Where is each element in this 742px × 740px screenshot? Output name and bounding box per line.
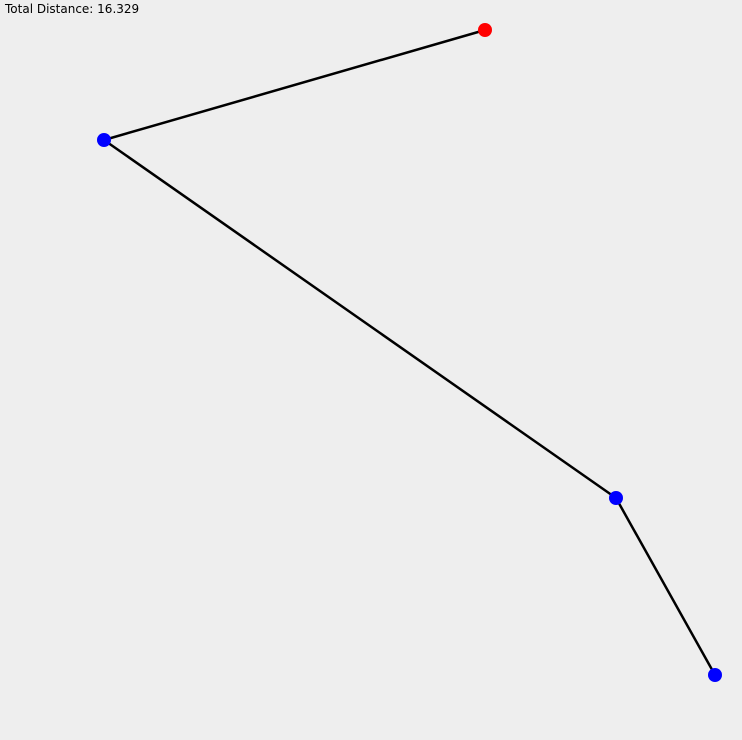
route-segments (102, 28, 717, 677)
route-segment-3 (614, 496, 717, 677)
total-distance-label: Total Distance: 16.329 (5, 2, 140, 16)
waypoint-1 (97, 133, 111, 147)
route-segment-2 (102, 138, 618, 500)
start-point (478, 23, 492, 37)
route-points (97, 23, 722, 682)
waypoint-3 (708, 668, 722, 682)
route-segment-1 (102, 28, 487, 142)
waypoint-2 (609, 491, 623, 505)
